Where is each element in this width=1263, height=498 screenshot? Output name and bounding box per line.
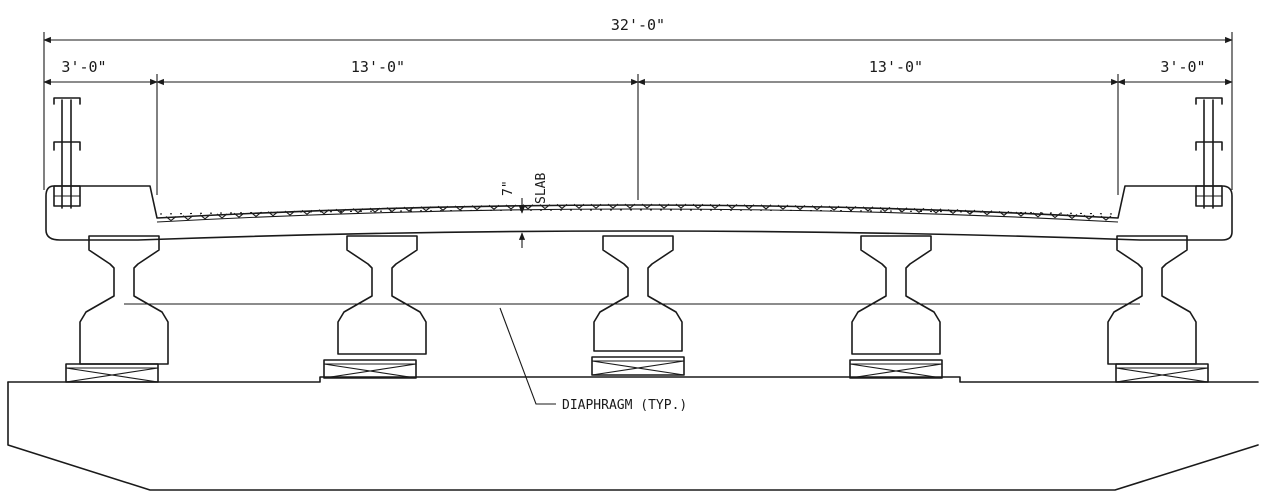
slab-label: SLAB: [534, 173, 549, 204]
dimension-overall: 32'-0": [43, 16, 1233, 190]
bearing-pad-4: [849, 359, 943, 379]
bearing-pad-3: [591, 356, 685, 376]
dimension-left-lane-label: 13'-0": [351, 58, 405, 76]
girder-2: [337, 235, 427, 355]
diaphragm-callout-label: DIAPHRAGM (TYP.): [562, 398, 687, 413]
girders: [79, 235, 1197, 365]
dimension-left-overhang-label: 3'-0": [61, 58, 106, 76]
girder-5: [1107, 235, 1197, 365]
dimension-segments: 3'-0" 13'-0" 13'-0" 3'-0": [43, 58, 1233, 200]
bearings: [65, 356, 1209, 383]
pier-cap: [7, 376, 1259, 491]
dimension-overall-label: 32'-0": [611, 16, 665, 34]
diaphragm: DIAPHRAGM (TYP.): [124, 303, 1140, 413]
bearing-pad-1: [65, 363, 159, 383]
girder-3: [593, 235, 683, 352]
railing-left: [53, 97, 81, 209]
slab-thickness-callout: 7" SLAB: [501, 173, 549, 248]
deck-slab: [45, 185, 1233, 241]
bearing-pad-5: [1115, 363, 1209, 383]
wearing-surface-hatch: [165, 203, 1112, 222]
dimension-right-overhang-label: 3'-0": [1160, 58, 1205, 76]
bearing-pad-2: [323, 359, 417, 379]
girder-1: [79, 235, 169, 365]
girder-4: [851, 235, 941, 355]
railing-right: [1195, 97, 1223, 209]
slab-thickness-value: 7": [501, 180, 516, 196]
dimension-right-lane-label: 13'-0": [869, 58, 923, 76]
